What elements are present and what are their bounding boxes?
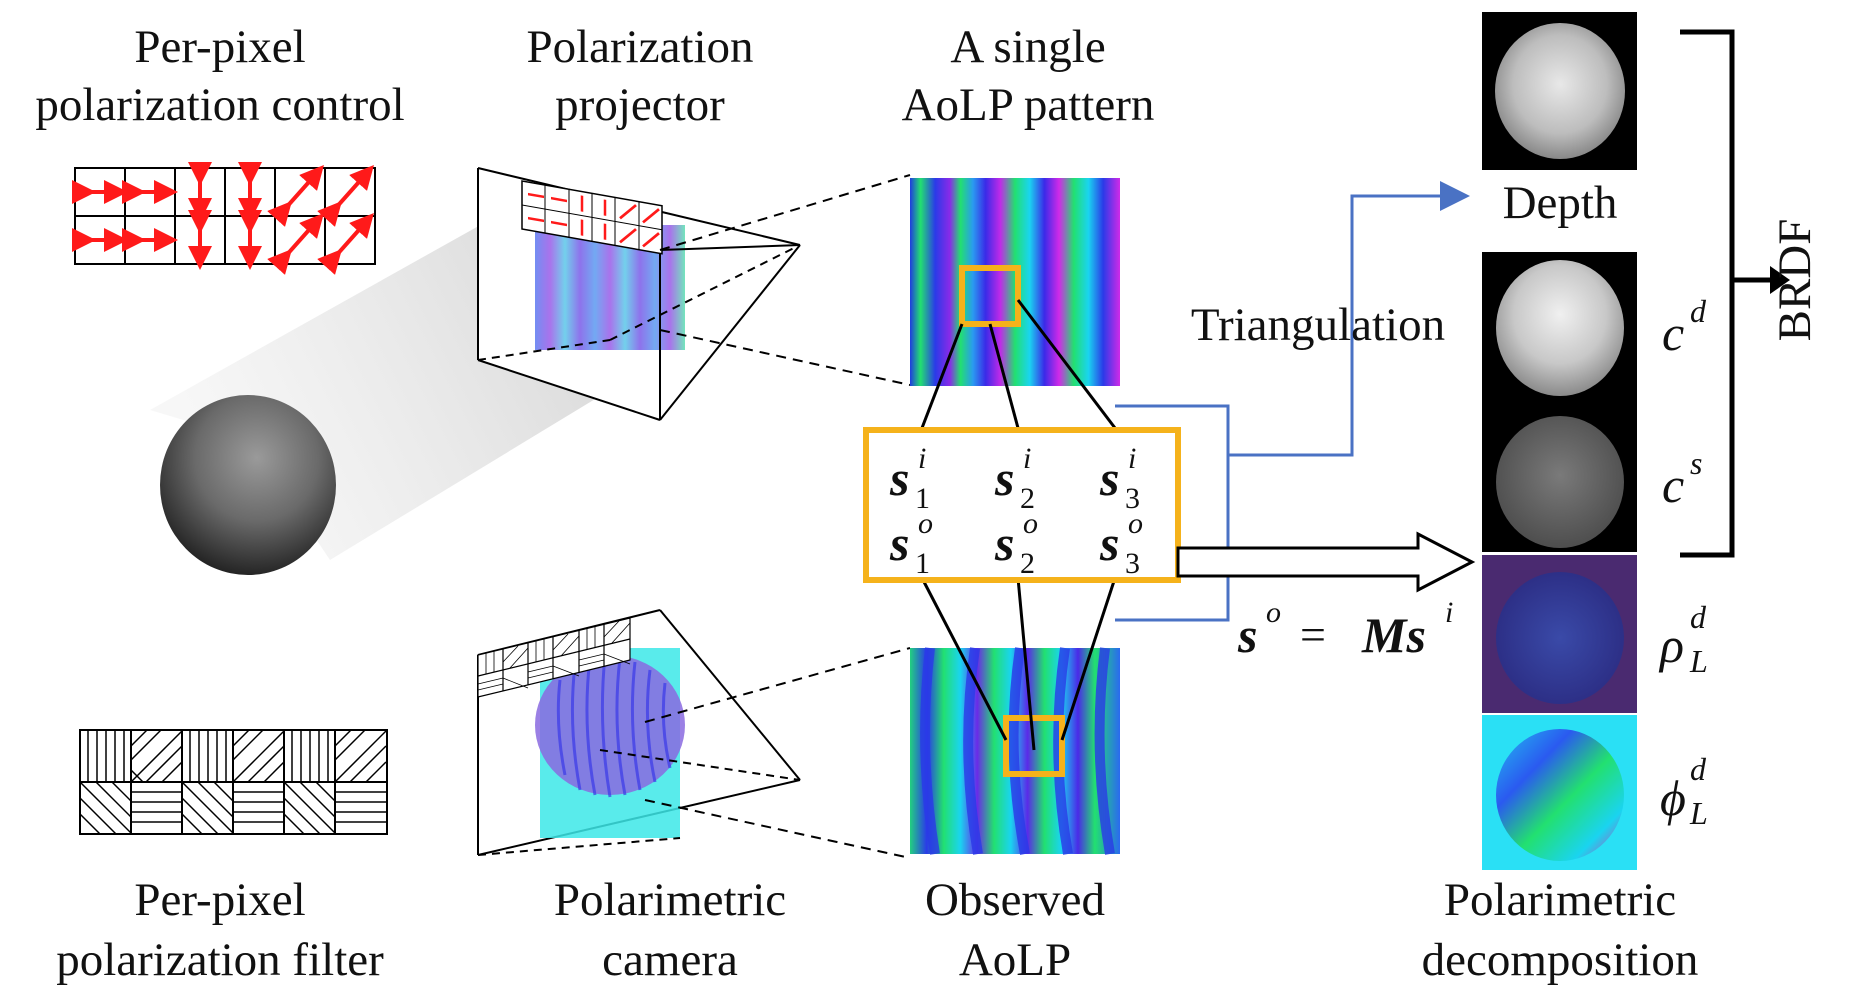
- svg-text:i: i: [1023, 442, 1031, 475]
- projector-label-line1: Polarization: [526, 21, 753, 73]
- svg-text:2: 2: [1020, 547, 1035, 580]
- observed-label-line1: Observed: [925, 874, 1105, 926]
- svg-text:o: o: [1023, 507, 1038, 540]
- svg-text:Ms: Ms: [1361, 607, 1426, 663]
- correspondence-lines: [920, 299, 1117, 751]
- observed-highlight-box: [1003, 715, 1065, 777]
- pattern-label-line2: AoLP pattern: [902, 79, 1155, 131]
- pattern-label-line1: A single: [950, 21, 1105, 73]
- stokes-vectors: s i 1 s i 2 s i 3 s o 1 s o 2 s o 3: [889, 442, 1143, 580]
- control-label: Per-pixel polarization control: [35, 21, 404, 131]
- cd-label: c d: [1662, 293, 1707, 361]
- svg-text:d: d: [1690, 599, 1707, 635]
- camera-label-line2: camera: [602, 934, 738, 986]
- svg-text:s: s: [889, 450, 909, 506]
- svg-text:2: 2: [1020, 482, 1035, 515]
- svg-text:L: L: [1689, 643, 1708, 679]
- decomposition-label-line2: decomposition: [1422, 934, 1699, 986]
- svg-text:ϕ: ϕ: [1660, 770, 1686, 826]
- decomposition-label-line1: Polarimetric: [1444, 874, 1676, 926]
- svg-text:d: d: [1690, 751, 1707, 787]
- svg-text:c: c: [1662, 457, 1684, 513]
- svg-text:=: =: [1300, 609, 1326, 660]
- svg-text:i: i: [1128, 442, 1136, 475]
- svg-text:1: 1: [915, 547, 930, 580]
- svg-text:s: s: [1237, 607, 1257, 663]
- observed-label: Observed AoLP: [925, 874, 1105, 986]
- specular-reflectance-image: [1496, 416, 1624, 548]
- projector-mini-grid: [521, 180, 663, 255]
- svg-text:d: d: [1690, 293, 1707, 329]
- stokes-vector-box: [863, 427, 1181, 583]
- control-label-line1: Per-pixel: [134, 21, 305, 73]
- observed-label-line2: AoLP: [959, 934, 1071, 986]
- svg-text:s: s: [889, 515, 909, 571]
- cs-label: c s: [1662, 445, 1702, 513]
- filter-label-line2: polarization filter: [56, 934, 384, 986]
- triangulation-label: Triangulation: [1191, 299, 1445, 351]
- svg-text:3: 3: [1125, 482, 1140, 515]
- decomposition-label: Polarimetric decomposition: [1422, 874, 1699, 986]
- zoom-connectors: [644, 174, 911, 859]
- svg-text:i: i: [918, 442, 926, 475]
- phi-label: ϕ d L: [1660, 751, 1708, 831]
- svg-text:o: o: [1128, 507, 1143, 540]
- svg-text:1: 1: [915, 482, 930, 515]
- filter-label-line1: Per-pixel: [134, 874, 305, 926]
- projector-box: [477, 167, 801, 421]
- svg-text:s: s: [1690, 445, 1702, 481]
- flow-lines: [1115, 181, 1470, 622]
- rho-label: ρ d L: [1658, 599, 1708, 679]
- projector-label-line2: projector: [555, 79, 725, 131]
- pattern-label: A single AoLP pattern: [902, 21, 1155, 131]
- brdf-arrow-head: [1770, 266, 1790, 294]
- camera-label-line1: Polarimetric: [554, 874, 786, 926]
- svg-text:o: o: [1266, 596, 1281, 629]
- polarization-filter-grid: [79, 729, 388, 835]
- svg-text:s: s: [1099, 515, 1119, 571]
- decomposition-arrow: [1176, 531, 1476, 593]
- svg-text:i: i: [1445, 596, 1453, 629]
- camera-mini-filter-grid: [477, 617, 631, 698]
- brdf-bracket: [1680, 29, 1770, 558]
- control-label-line2: polarization control: [35, 79, 404, 131]
- polarization-arrow-icons: [72, 162, 374, 275]
- svg-text:s: s: [994, 515, 1014, 571]
- svg-text:L: L: [1689, 795, 1708, 831]
- camera-label: Polarimetric camera: [554, 874, 786, 986]
- brdf-label: BRDF: [1769, 219, 1821, 342]
- polarization-control-grid: [72, 162, 376, 275]
- projector-label: Polarization projector: [526, 21, 753, 131]
- svg-text:o: o: [918, 507, 933, 540]
- svg-text:c: c: [1662, 305, 1684, 361]
- svg-text:3: 3: [1125, 547, 1140, 580]
- mueller-equation: s o = Ms i: [1237, 596, 1453, 663]
- svg-text:s: s: [1099, 450, 1119, 506]
- camera-box: [477, 609, 801, 856]
- filter-label: Per-pixel polarization filter: [56, 874, 384, 986]
- svg-text:s: s: [994, 450, 1014, 506]
- diffuse-reflectance-image: [1496, 260, 1624, 396]
- sphere-object: [160, 395, 336, 575]
- svg-text:ρ: ρ: [1658, 617, 1684, 673]
- depth-label: Depth: [1503, 177, 1618, 229]
